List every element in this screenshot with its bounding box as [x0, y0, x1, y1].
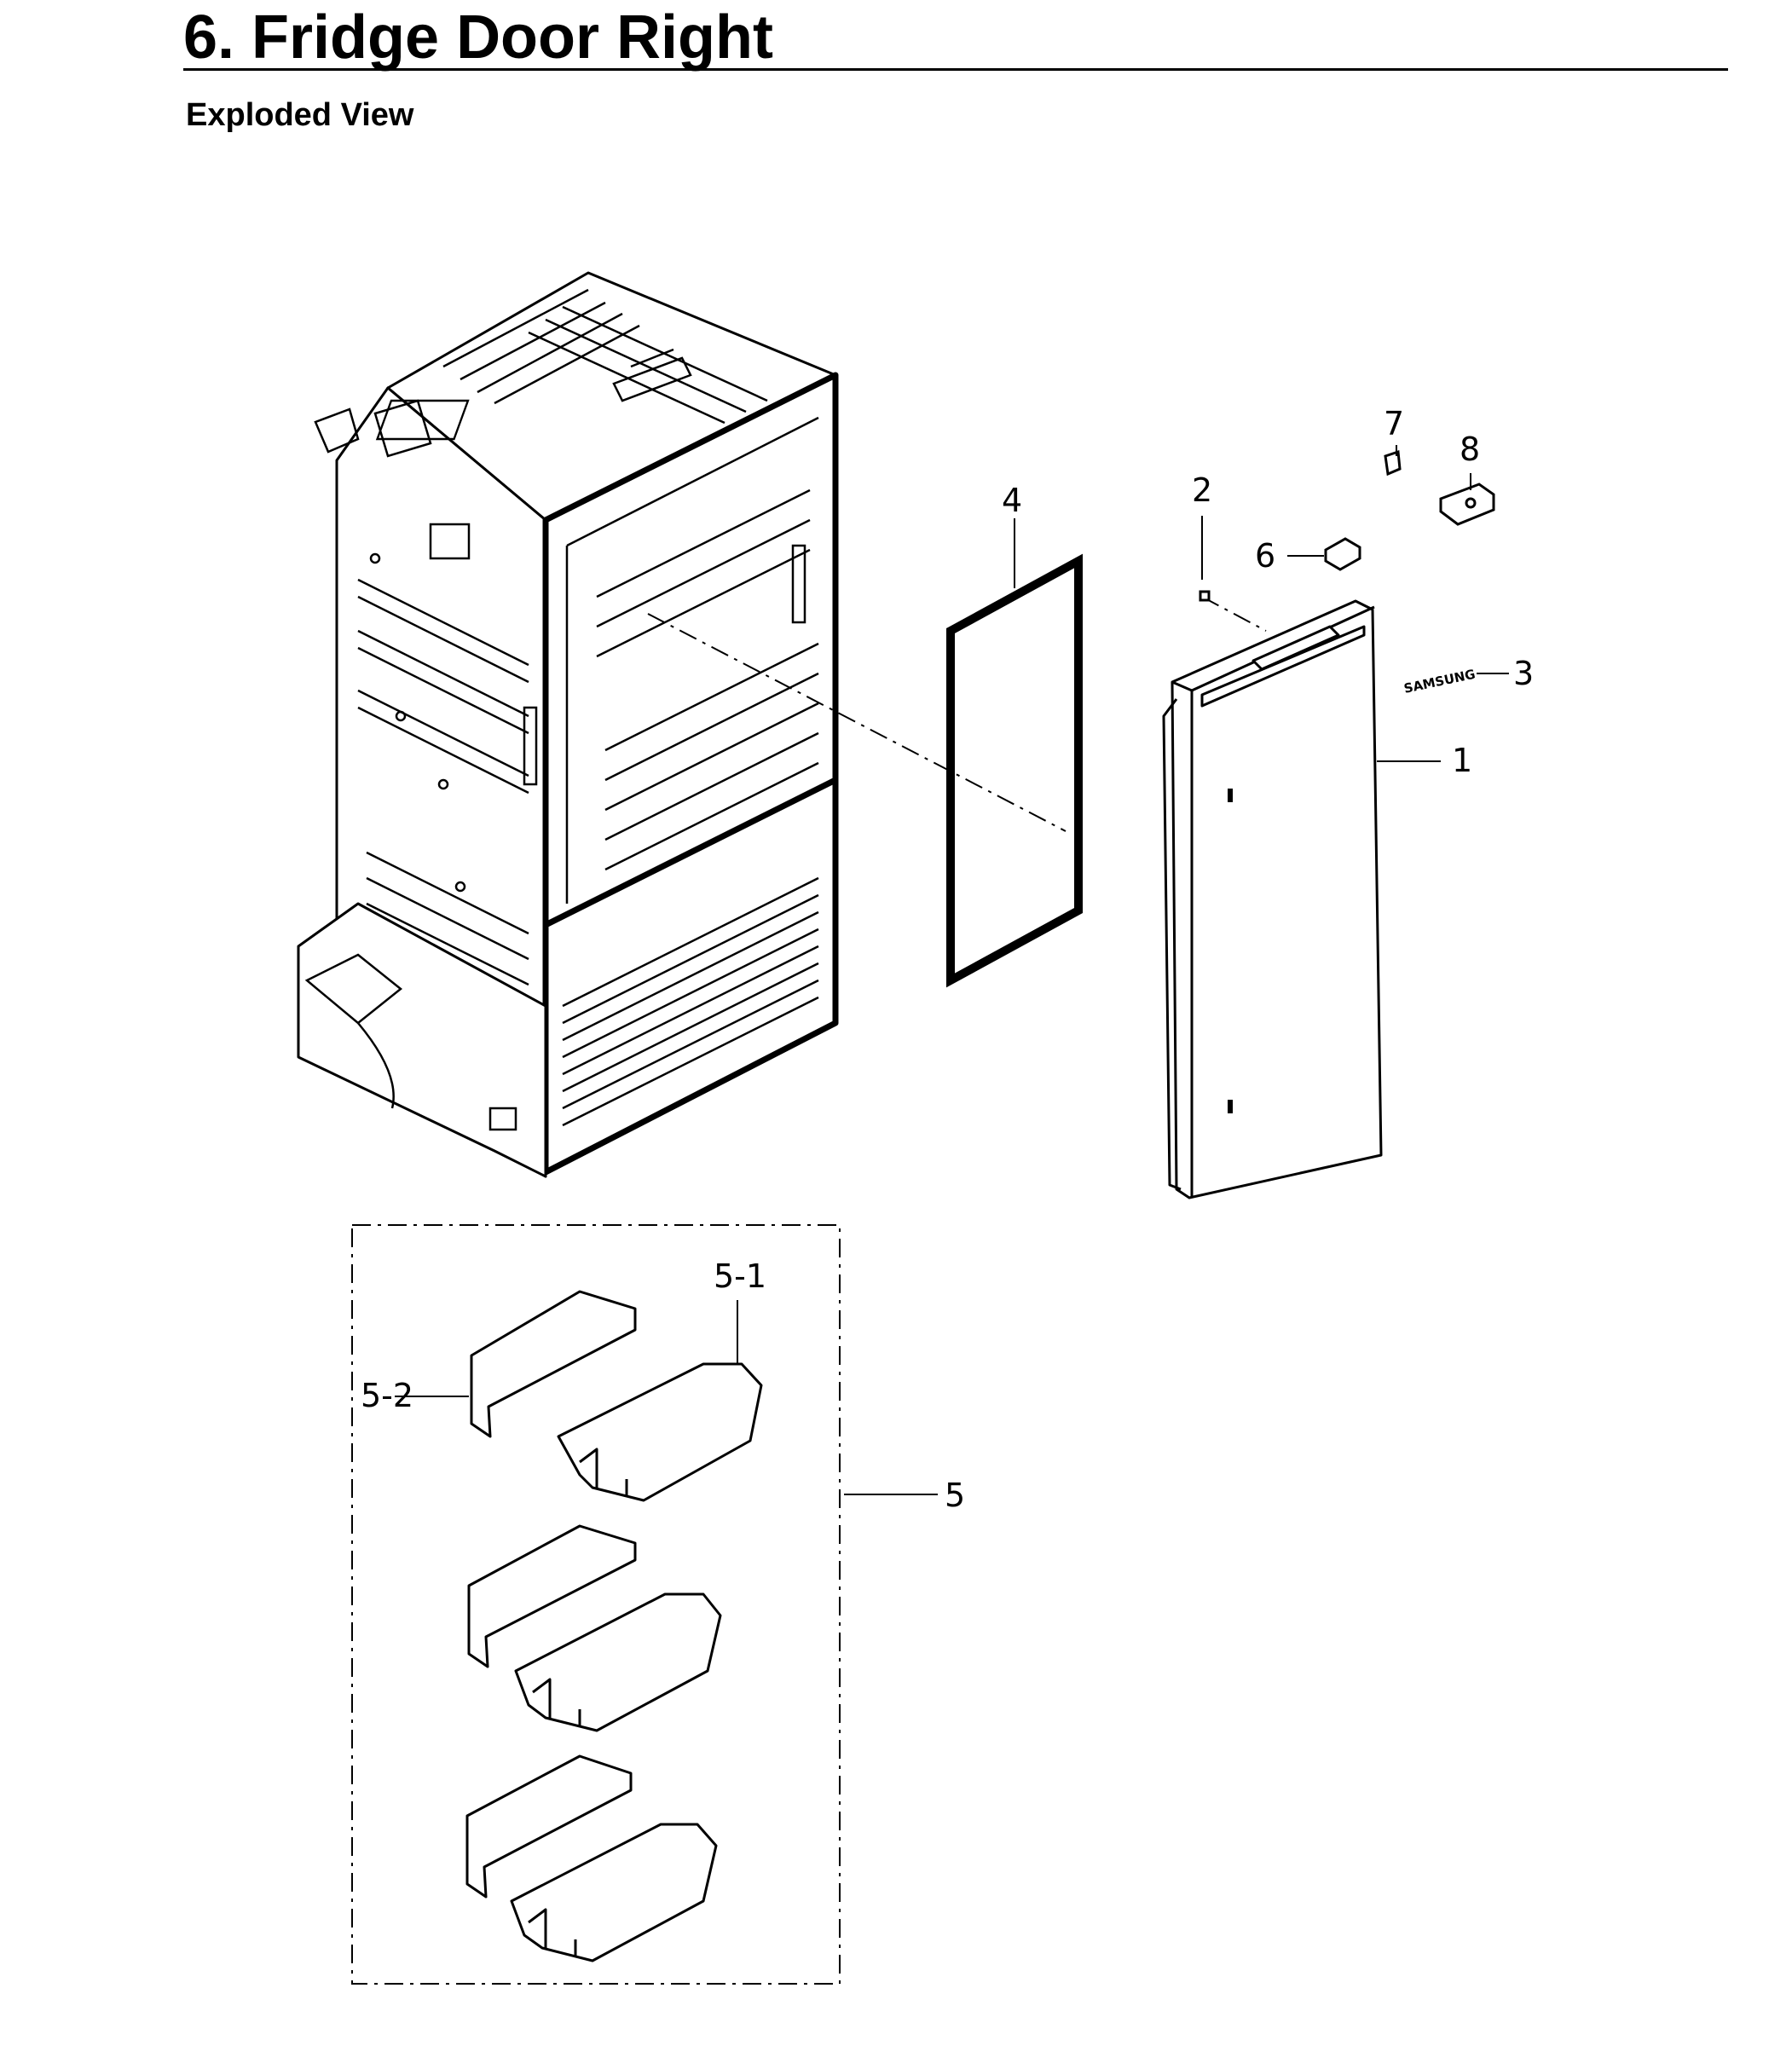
bin-guard	[467, 1524, 637, 1668]
page-header: 6. Fridge Door Right Exploded View	[0, 0, 1792, 145]
fridge-door	[1162, 599, 1383, 1199]
cabinet-side-details	[304, 399, 538, 1131]
callout-6: 6	[1255, 537, 1275, 575]
door-bin-kit-box	[351, 1224, 841, 1985]
cabinet-top-details	[375, 288, 768, 441]
callout-5: 5	[945, 1477, 965, 1514]
leader-lines	[395, 445, 1509, 1495]
callout-1: 1	[1452, 742, 1472, 779]
callouts: 4 2 6 7 8 3 1 5 5-1 5-2	[361, 405, 1534, 1514]
bin-pair-1	[470, 1290, 763, 1502]
part-2-pin	[1199, 590, 1211, 602]
title-rule	[183, 68, 1728, 71]
callout-5-1: 5-1	[714, 1257, 766, 1295]
callout-5-2: 5-2	[361, 1377, 413, 1414]
bin-5-1	[557, 1362, 763, 1502]
callout-8: 8	[1460, 431, 1480, 468]
bin-guard-5-2	[470, 1290, 637, 1438]
callout-7: 7	[1384, 405, 1404, 442]
callout-4: 4	[1002, 482, 1022, 519]
bin-pair-2	[467, 1524, 722, 1732]
callout-3: 3	[1513, 655, 1534, 692]
bin-pair-3	[465, 1754, 718, 1962]
door-gasket	[946, 553, 1083, 988]
bin-guard	[465, 1754, 633, 1899]
part-7-cap	[1384, 449, 1402, 477]
door-bins	[465, 1290, 763, 1962]
samsung-logo-text: SAMSUNG	[1402, 667, 1477, 696]
alignment-axis	[647, 596, 1267, 832]
small-parts	[1199, 449, 1495, 602]
bin	[514, 1592, 722, 1732]
cabinet-interior-details	[562, 416, 819, 1127]
callout-2: 2	[1192, 471, 1212, 509]
part-6-hinge-cover	[1324, 537, 1361, 571]
bin	[510, 1823, 718, 1962]
page-title: 6. Fridge Door Right	[183, 3, 773, 72]
page-subtitle: Exploded View	[186, 97, 414, 133]
samsung-logo-badge: SAMSUNG	[1402, 667, 1477, 696]
